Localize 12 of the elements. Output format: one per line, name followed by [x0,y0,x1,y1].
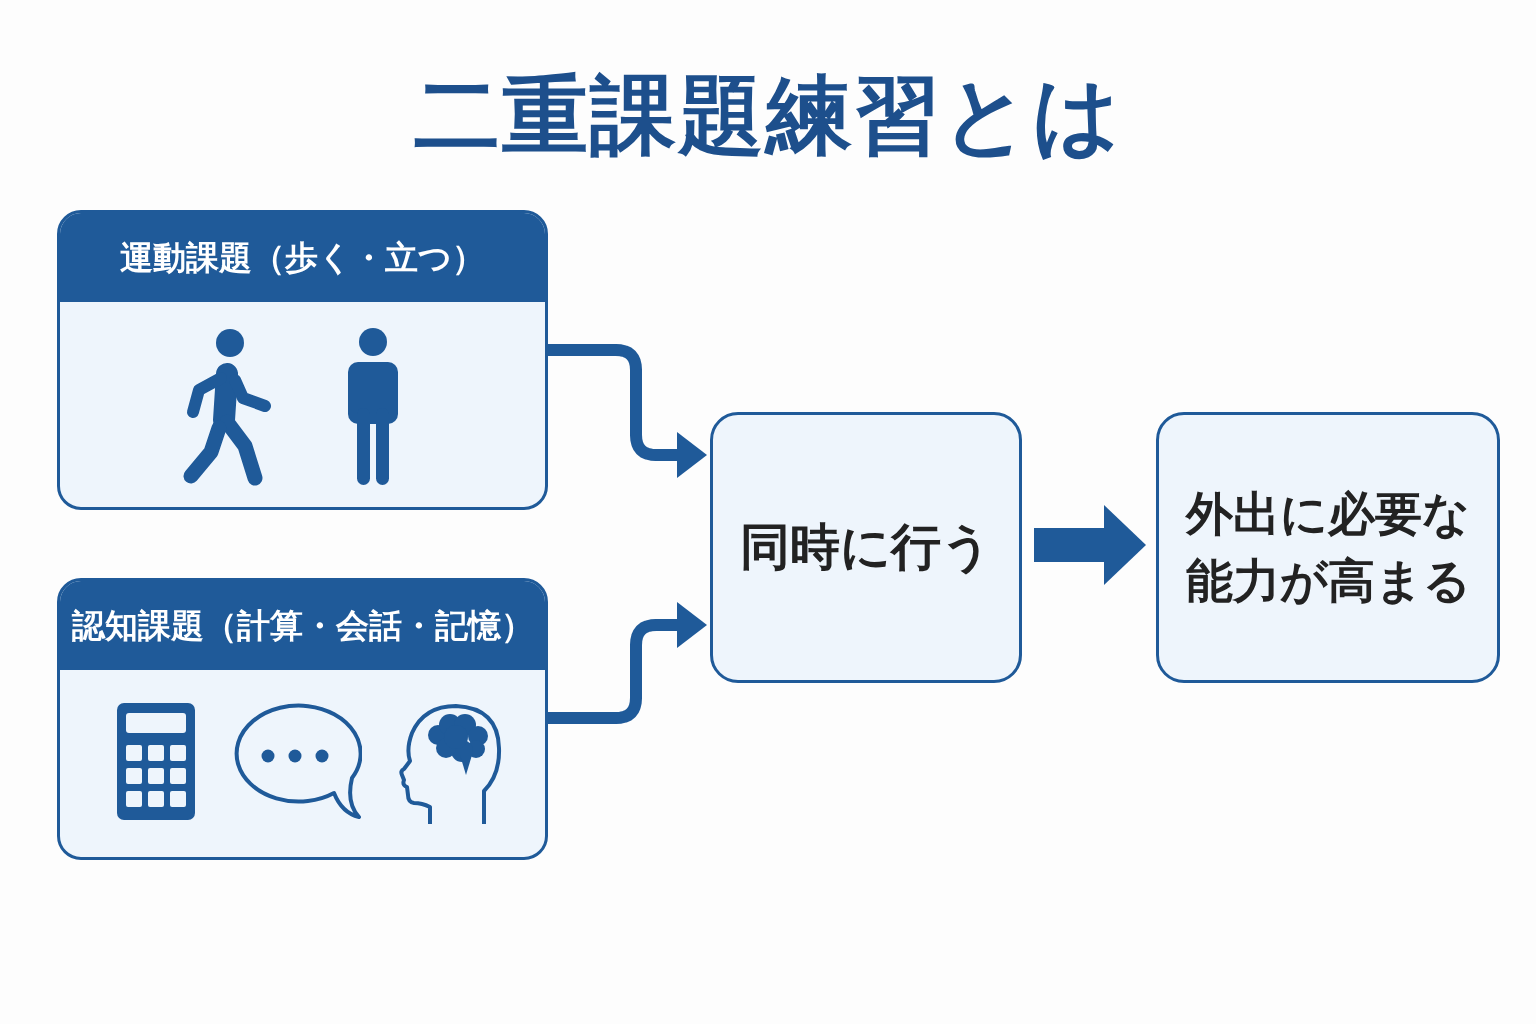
process-box [1156,412,1500,683]
process-box [710,412,1022,683]
task-card [57,578,548,860]
box-label: 同時に行う [739,517,993,578]
card-heading: 運動課題（歩く・立つ） [60,213,545,302]
card-heading: 認知課題（計算・会話・記憶） [60,581,545,670]
arrow [548,602,707,724]
arrow [548,344,707,478]
task-card [57,210,548,510]
block-arrow [1034,505,1146,585]
box-label: 外出に必要な能力が高まる [1184,484,1472,610]
title: 二重課題練習とは [414,66,1122,165]
